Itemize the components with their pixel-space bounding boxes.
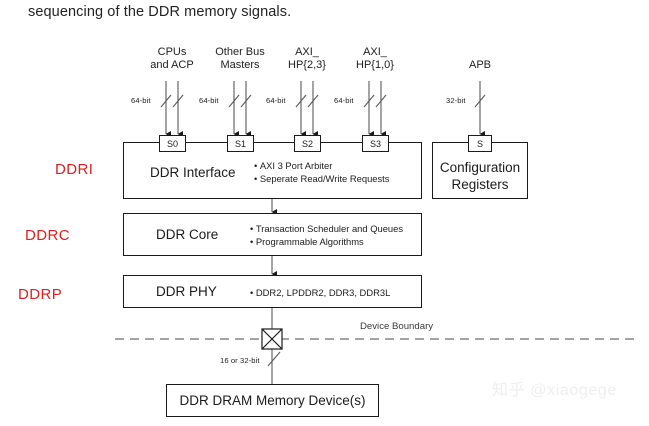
master-line1: AXI_ (295, 46, 319, 58)
master-line2: HP{1,0} (356, 58, 394, 71)
ddr-phy-title: DDR PHY (156, 284, 217, 299)
configuration-registers-title: Configuration Registers (433, 159, 527, 193)
bit-width-apb: 32-bit (446, 96, 466, 105)
ddr-core-title: DDR Core (156, 227, 219, 242)
watermark: 知乎 @xiaogege (492, 382, 617, 399)
ddr-interface-block: DDR Interface AXI 3 Port Arbiter Seperat… (123, 142, 422, 199)
bullet-item: DDR2, LPDDR2, DDR3, DDR3L (250, 287, 390, 300)
port-s1[interactable]: S1 (227, 135, 254, 152)
pad-bit-width-label: 16 or 32-bit (220, 356, 260, 365)
bit-width-axi-hp-10: 64-bit (334, 96, 354, 105)
section-tag-ddri: DDRI (55, 161, 94, 178)
ddr-phy-block: DDR PHY DDR2, LPDDR2, DDR3, DDR3L (123, 275, 422, 308)
master-line1: AXI_ (363, 46, 387, 58)
ddr-core-bullets: Transaction Scheduler and Queues Program… (250, 223, 403, 248)
master-line2: and ACP (150, 58, 194, 71)
port-s-apb[interactable]: S (468, 135, 492, 152)
master-label-cpus-and-acp: CPUs and ACP (132, 46, 212, 71)
master-line2: Masters (220, 58, 260, 71)
section-tag-ddrc: DDRC (25, 227, 70, 244)
master-label-axi-hp-23: AXI_ HP{2,3} (267, 46, 347, 71)
master-line1: Other Bus (215, 46, 265, 58)
master-line2: HP{2,3} (288, 58, 326, 71)
bullet-item: Programmable Algorithms (250, 236, 403, 249)
ddr-core-block: DDR Core Transaction Scheduler and Queue… (123, 213, 422, 256)
dram-device-title: DDR DRAM Memory Device(s) (179, 393, 366, 408)
ddr-interface-bullets: AXI 3 Port Arbiter Seperate Read/Write R… (254, 160, 390, 186)
section-tag-ddrp: DDRP (18, 286, 63, 303)
bit-width-axi-hp-23: 64-bit (266, 96, 286, 105)
bullet-item: Seperate Read/Write Requests (254, 173, 390, 186)
ddr-interface-title: DDR Interface (150, 165, 236, 180)
port-s2[interactable]: S2 (294, 135, 321, 152)
master-label-other-bus-masters: Other Bus Masters (200, 46, 280, 71)
dram-device-block: DDR DRAM Memory Device(s) (166, 384, 379, 417)
master-label-axi-hp-10: AXI_ HP{1,0} (335, 46, 415, 71)
port-s0[interactable]: S0 (159, 135, 186, 152)
bullet-item: AXI 3 Port Arbiter (254, 160, 389, 173)
master-line1: APB (468, 59, 491, 71)
bit-width-other-bus-masters: 64-bit (199, 96, 219, 105)
ddr-phy-bullets: DDR2, LPDDR2, DDR3, DDR3L (250, 287, 390, 300)
port-s3[interactable]: S3 (362, 135, 389, 152)
device-boundary-label: Device Boundary (360, 321, 434, 332)
bullet-item: Transaction Scheduler and Queues (250, 223, 403, 236)
config-line1: Configuration (439, 160, 521, 175)
config-line2: Registers (451, 177, 509, 192)
master-line1: CPUs (157, 46, 187, 58)
bit-width-cpus-and-acp: 64-bit (131, 96, 151, 105)
master-label-apb: APB (440, 59, 520, 72)
intro-text: sequencing of the DDR memory signals. (28, 4, 292, 20)
